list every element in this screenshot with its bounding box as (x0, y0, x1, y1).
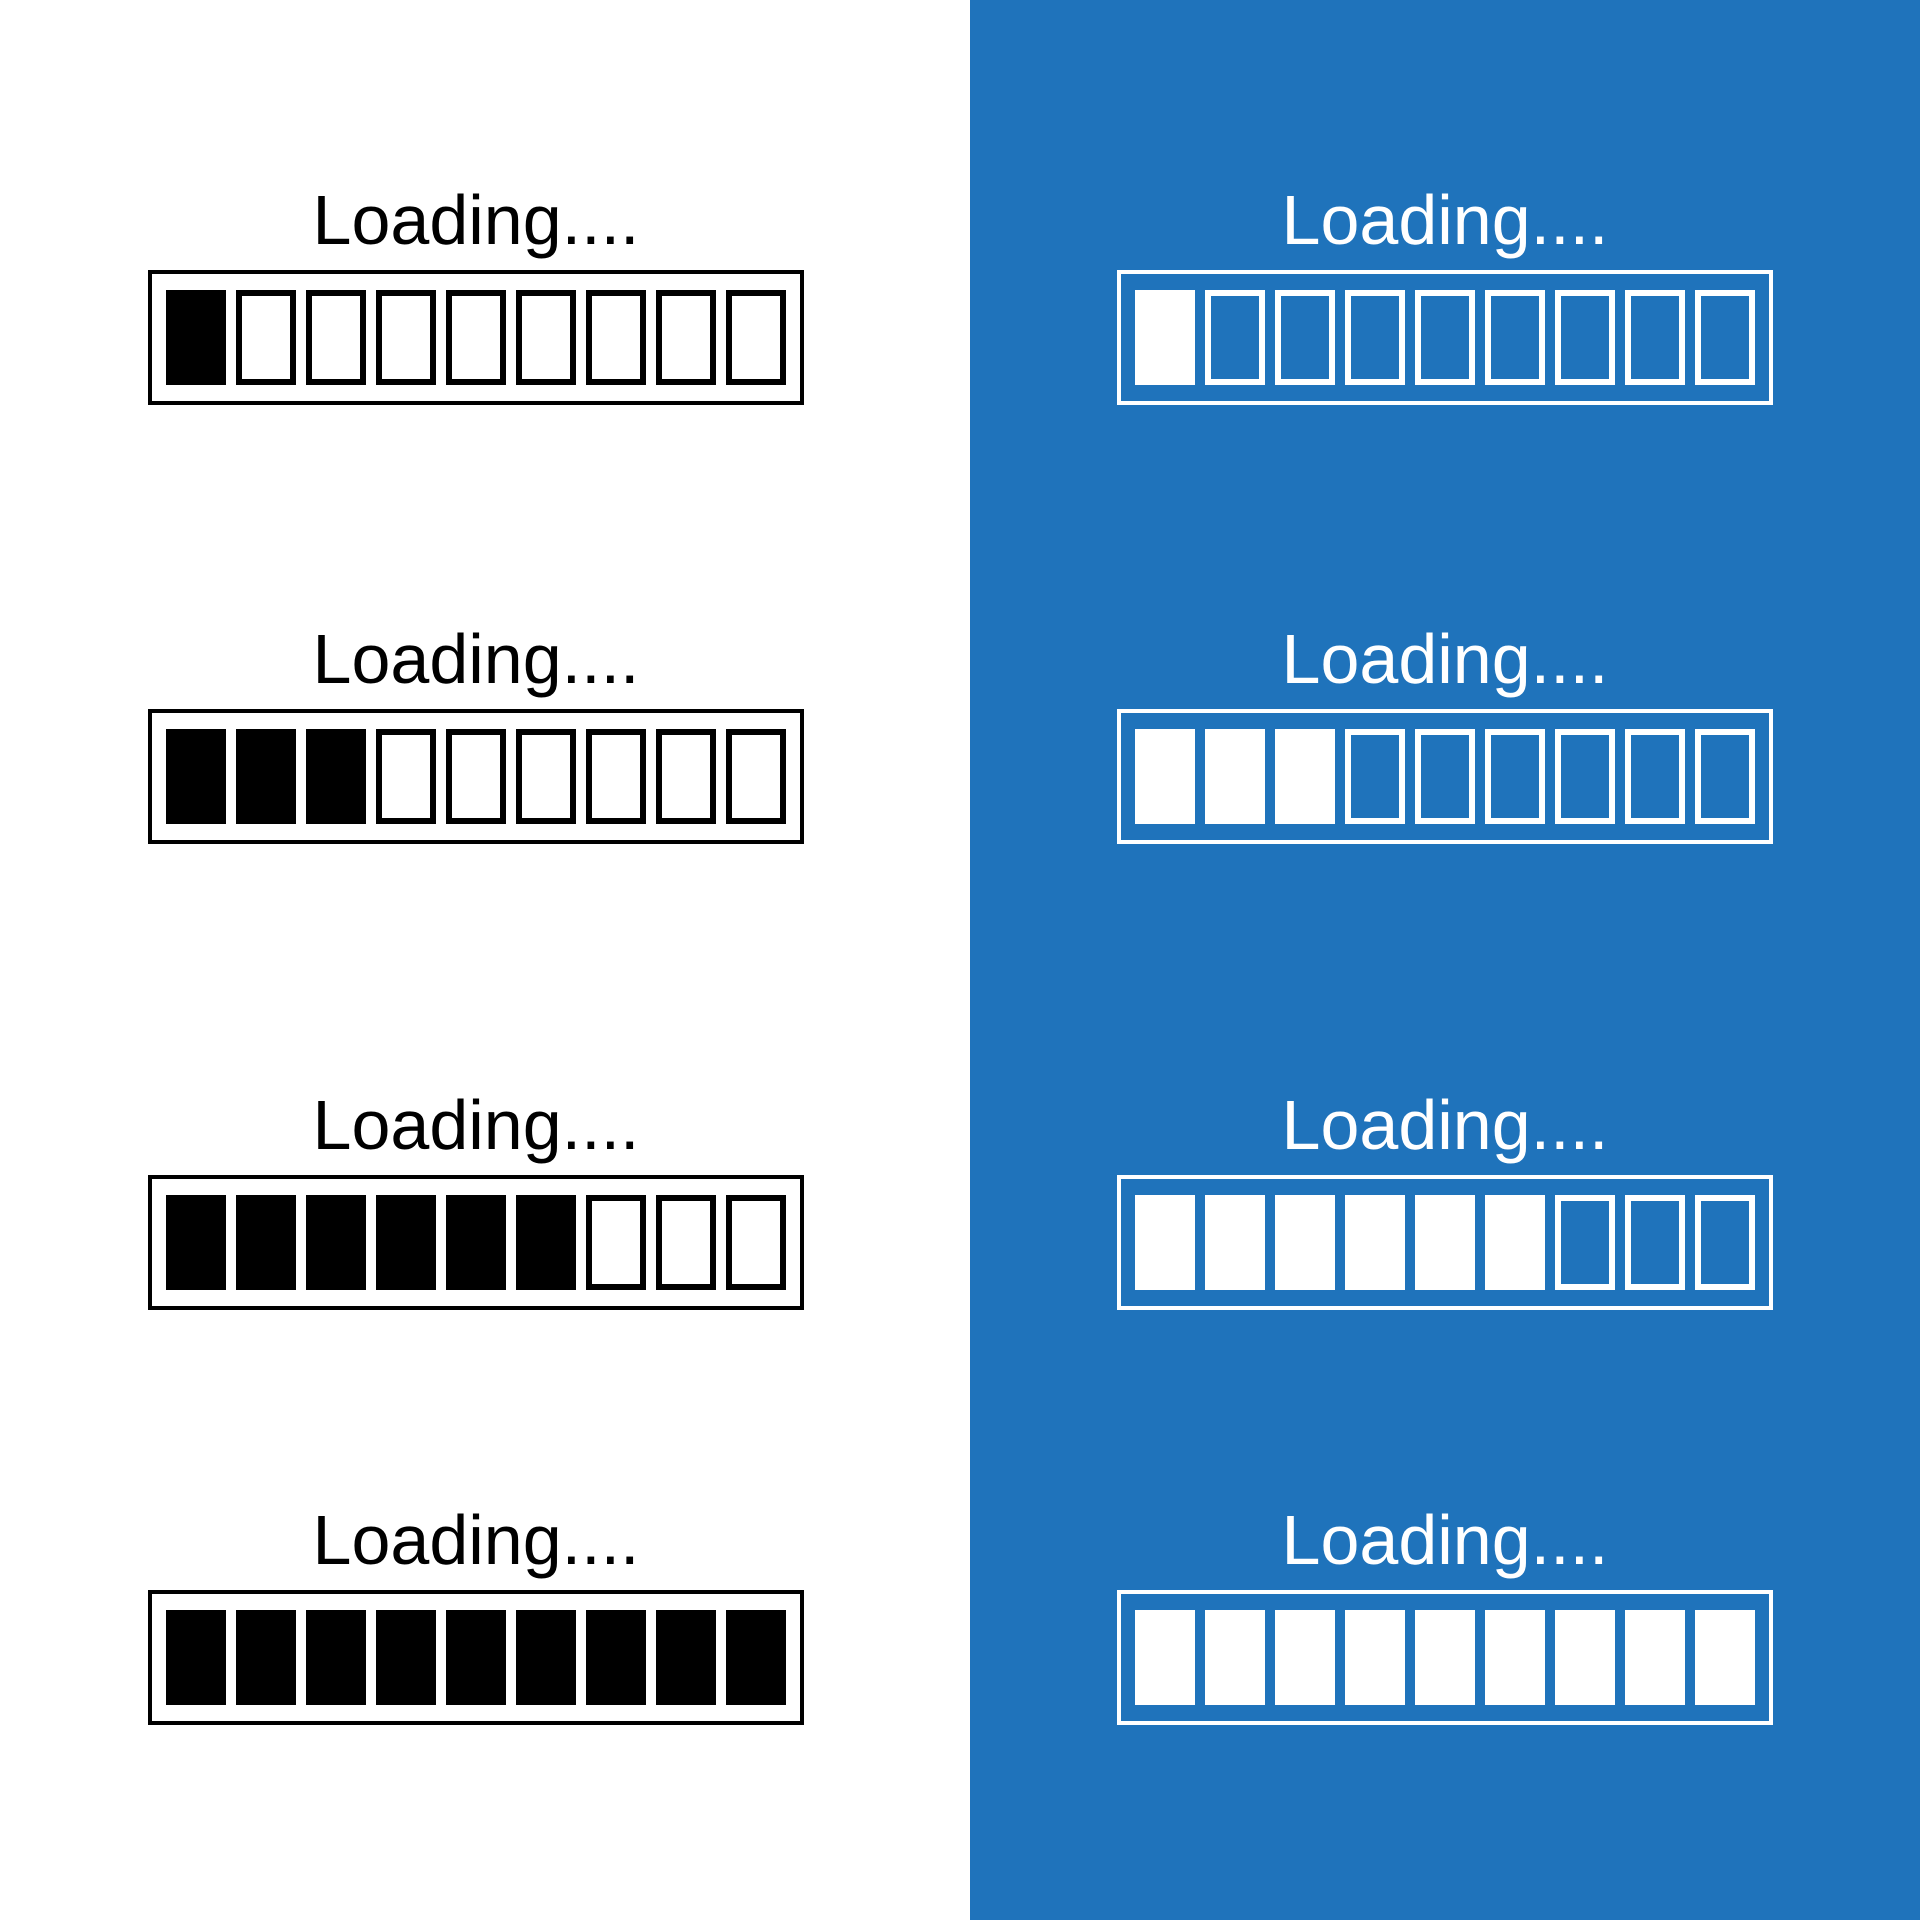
progress-bar (148, 270, 804, 405)
progress-segment-empty (656, 290, 716, 385)
progress-segment-filled (1345, 1195, 1405, 1290)
progress-segment-empty (1695, 1195, 1755, 1290)
progress-segment-empty (726, 729, 786, 824)
progress-segment-filled (1625, 1610, 1685, 1705)
progress-segment-empty (656, 729, 716, 824)
loading-label: Loading.... (312, 1501, 640, 1579)
progress-segment-empty (1205, 290, 1265, 385)
progress-bar (1117, 1175, 1773, 1310)
progress-segment-filled (1135, 1195, 1195, 1290)
progress-segment-filled (516, 1610, 576, 1705)
progress-segment-filled (1345, 1610, 1405, 1705)
loading-label: Loading.... (312, 620, 640, 698)
progress-segment-empty (586, 1195, 646, 1290)
progress-segment-empty (376, 729, 436, 824)
progress-segment-empty (516, 290, 576, 385)
progress-segment-filled (1275, 729, 1335, 824)
progress-segment-empty (236, 290, 296, 385)
progress-segment-empty (1485, 290, 1545, 385)
progress-segment-filled (586, 1610, 646, 1705)
progress-segment-empty (586, 729, 646, 824)
progress-segment-filled (166, 1610, 226, 1705)
progress-segment-empty (586, 290, 646, 385)
progress-segment-filled (516, 1195, 576, 1290)
loading-label: Loading.... (312, 181, 640, 259)
progress-bar (1117, 709, 1773, 844)
progress-segment-empty (1485, 729, 1545, 824)
progress-segment-filled (656, 1610, 716, 1705)
progress-segment-filled (1485, 1610, 1545, 1705)
progress-segment-filled (166, 729, 226, 824)
progress-segment-filled (446, 1195, 506, 1290)
progress-segment-empty (1345, 729, 1405, 824)
progress-segment-empty (1625, 290, 1685, 385)
progress-segment-empty (446, 290, 506, 385)
progress-segment-filled (1205, 1195, 1265, 1290)
progress-segment-filled (236, 1195, 296, 1290)
progress-segment-filled (306, 1195, 366, 1290)
progress-segment-filled (166, 290, 226, 385)
progress-segment-empty (1555, 1195, 1615, 1290)
progress-segment-empty (1695, 729, 1755, 824)
progress-loader: Loading.... (1117, 619, 1773, 844)
progress-loader: Loading.... (148, 619, 804, 844)
progress-segment-filled (1205, 729, 1265, 824)
progress-segment-empty (1555, 729, 1615, 824)
progress-segment-filled (376, 1610, 436, 1705)
progress-segment-empty (726, 290, 786, 385)
progress-segment-filled (1135, 729, 1195, 824)
progress-bar (148, 1175, 804, 1310)
progress-loader: Loading.... (1117, 180, 1773, 405)
progress-bar (148, 1590, 804, 1725)
progress-segment-filled (1415, 1195, 1475, 1290)
progress-segment-filled (306, 1610, 366, 1705)
progress-loader: Loading.... (148, 1500, 804, 1725)
progress-segment-empty (1415, 290, 1475, 385)
progress-segment-empty (376, 290, 436, 385)
progress-segment-empty (1345, 290, 1405, 385)
progress-segment-empty (1625, 1195, 1685, 1290)
progress-segment-filled (1275, 1195, 1335, 1290)
progress-segment-filled (306, 729, 366, 824)
progress-segment-empty (306, 290, 366, 385)
loading-label: Loading.... (1281, 1501, 1609, 1579)
progress-segment-filled (1135, 290, 1195, 385)
progress-loader: Loading.... (1117, 1500, 1773, 1725)
progress-bar (1117, 270, 1773, 405)
blue-panel: Loading.... Loading.... Loading.... Load… (970, 0, 1920, 1920)
loading-label: Loading.... (1281, 620, 1609, 698)
progress-segment-empty (1695, 290, 1755, 385)
progress-segment-filled (236, 1610, 296, 1705)
progress-segment-empty (1625, 729, 1685, 824)
progress-segment-empty (446, 729, 506, 824)
progress-segment-empty (516, 729, 576, 824)
progress-bar (148, 709, 804, 844)
progress-segment-empty (1275, 290, 1335, 385)
progress-loader: Loading.... (1117, 1085, 1773, 1310)
progress-segment-filled (1275, 1610, 1335, 1705)
progress-segment-filled (1555, 1610, 1615, 1705)
loading-label: Loading.... (1281, 181, 1609, 259)
progress-segment-filled (446, 1610, 506, 1705)
progress-segment-filled (1135, 1610, 1195, 1705)
progress-segment-filled (376, 1195, 436, 1290)
progress-segment-empty (726, 1195, 786, 1290)
progress-segment-empty (1415, 729, 1475, 824)
white-panel: Loading.... Loading.... Loading.... Load… (148, 180, 804, 1725)
progress-segment-filled (1695, 1610, 1755, 1705)
progress-segment-filled (1415, 1610, 1475, 1705)
progress-bar (1117, 1590, 1773, 1725)
progress-loader: Loading.... (148, 1085, 804, 1310)
progress-segment-filled (236, 729, 296, 824)
progress-segment-filled (726, 1610, 786, 1705)
progress-segment-empty (1555, 290, 1615, 385)
progress-segment-filled (166, 1195, 226, 1290)
loading-label: Loading.... (1281, 1086, 1609, 1164)
loading-label: Loading.... (312, 1086, 640, 1164)
progress-segment-filled (1205, 1610, 1265, 1705)
progress-loader: Loading.... (148, 180, 804, 405)
progress-segment-filled (1485, 1195, 1545, 1290)
progress-segment-empty (656, 1195, 716, 1290)
